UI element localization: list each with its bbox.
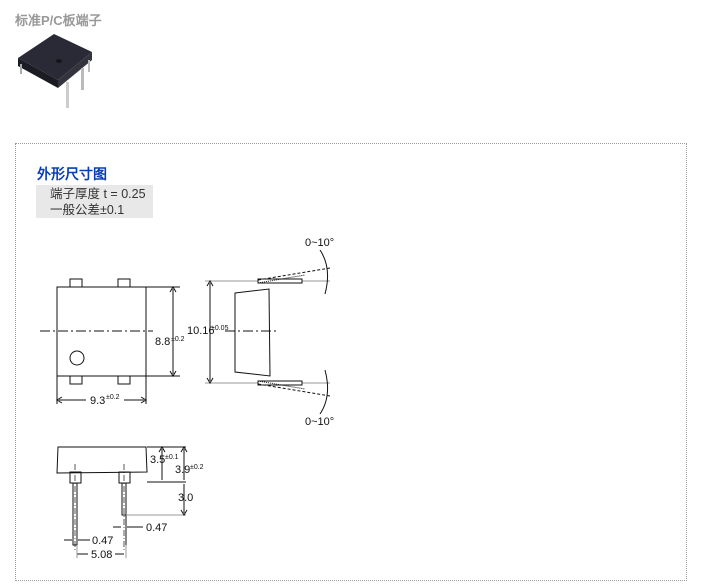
pitch-dim: 10.16 [187, 325, 215, 337]
lead-pitch-dim: 5.08 [91, 549, 112, 561]
terminal-thickness-note: 端子厚度 t = 0.25 [50, 187, 146, 201]
width-dim: 9.3 [90, 395, 105, 407]
total-height-tol: ±0.2 [190, 464, 204, 471]
panel-title: 外形尺寸图 [37, 166, 107, 182]
lead-width-b-dim: 0.47 [146, 522, 167, 534]
width-tol: ±0.2 [106, 394, 120, 401]
section-header: 标准P/C板端子 [15, 13, 102, 28]
tolerance-note: 端子厚度 t = 0.25 一般公差±0.1 [36, 185, 153, 218]
body-height-dim: 3.5 [150, 454, 165, 466]
general-tolerance-note: 一般公差±0.1 [50, 203, 125, 217]
pitch-tol: ±0.05 [211, 325, 229, 332]
product-photo [18, 34, 92, 108]
total-height-dim: 3.9 [175, 464, 190, 476]
lead-length-dim: 3.0 [178, 492, 193, 504]
angle-top-label: 0~10° [305, 237, 334, 249]
front-view [56, 446, 188, 558]
body-height-tol: ±0.1 [165, 454, 179, 461]
height-tol: ±0.2 [171, 336, 185, 343]
side-view [205, 249, 331, 415]
dimensions-panel [15, 143, 687, 581]
height-dim: 8.8 [155, 336, 170, 348]
lead-width-a-dim: 0.47 [92, 535, 113, 547]
angle-bottom-label: 0~10° [305, 416, 334, 428]
top-view [40, 278, 180, 404]
